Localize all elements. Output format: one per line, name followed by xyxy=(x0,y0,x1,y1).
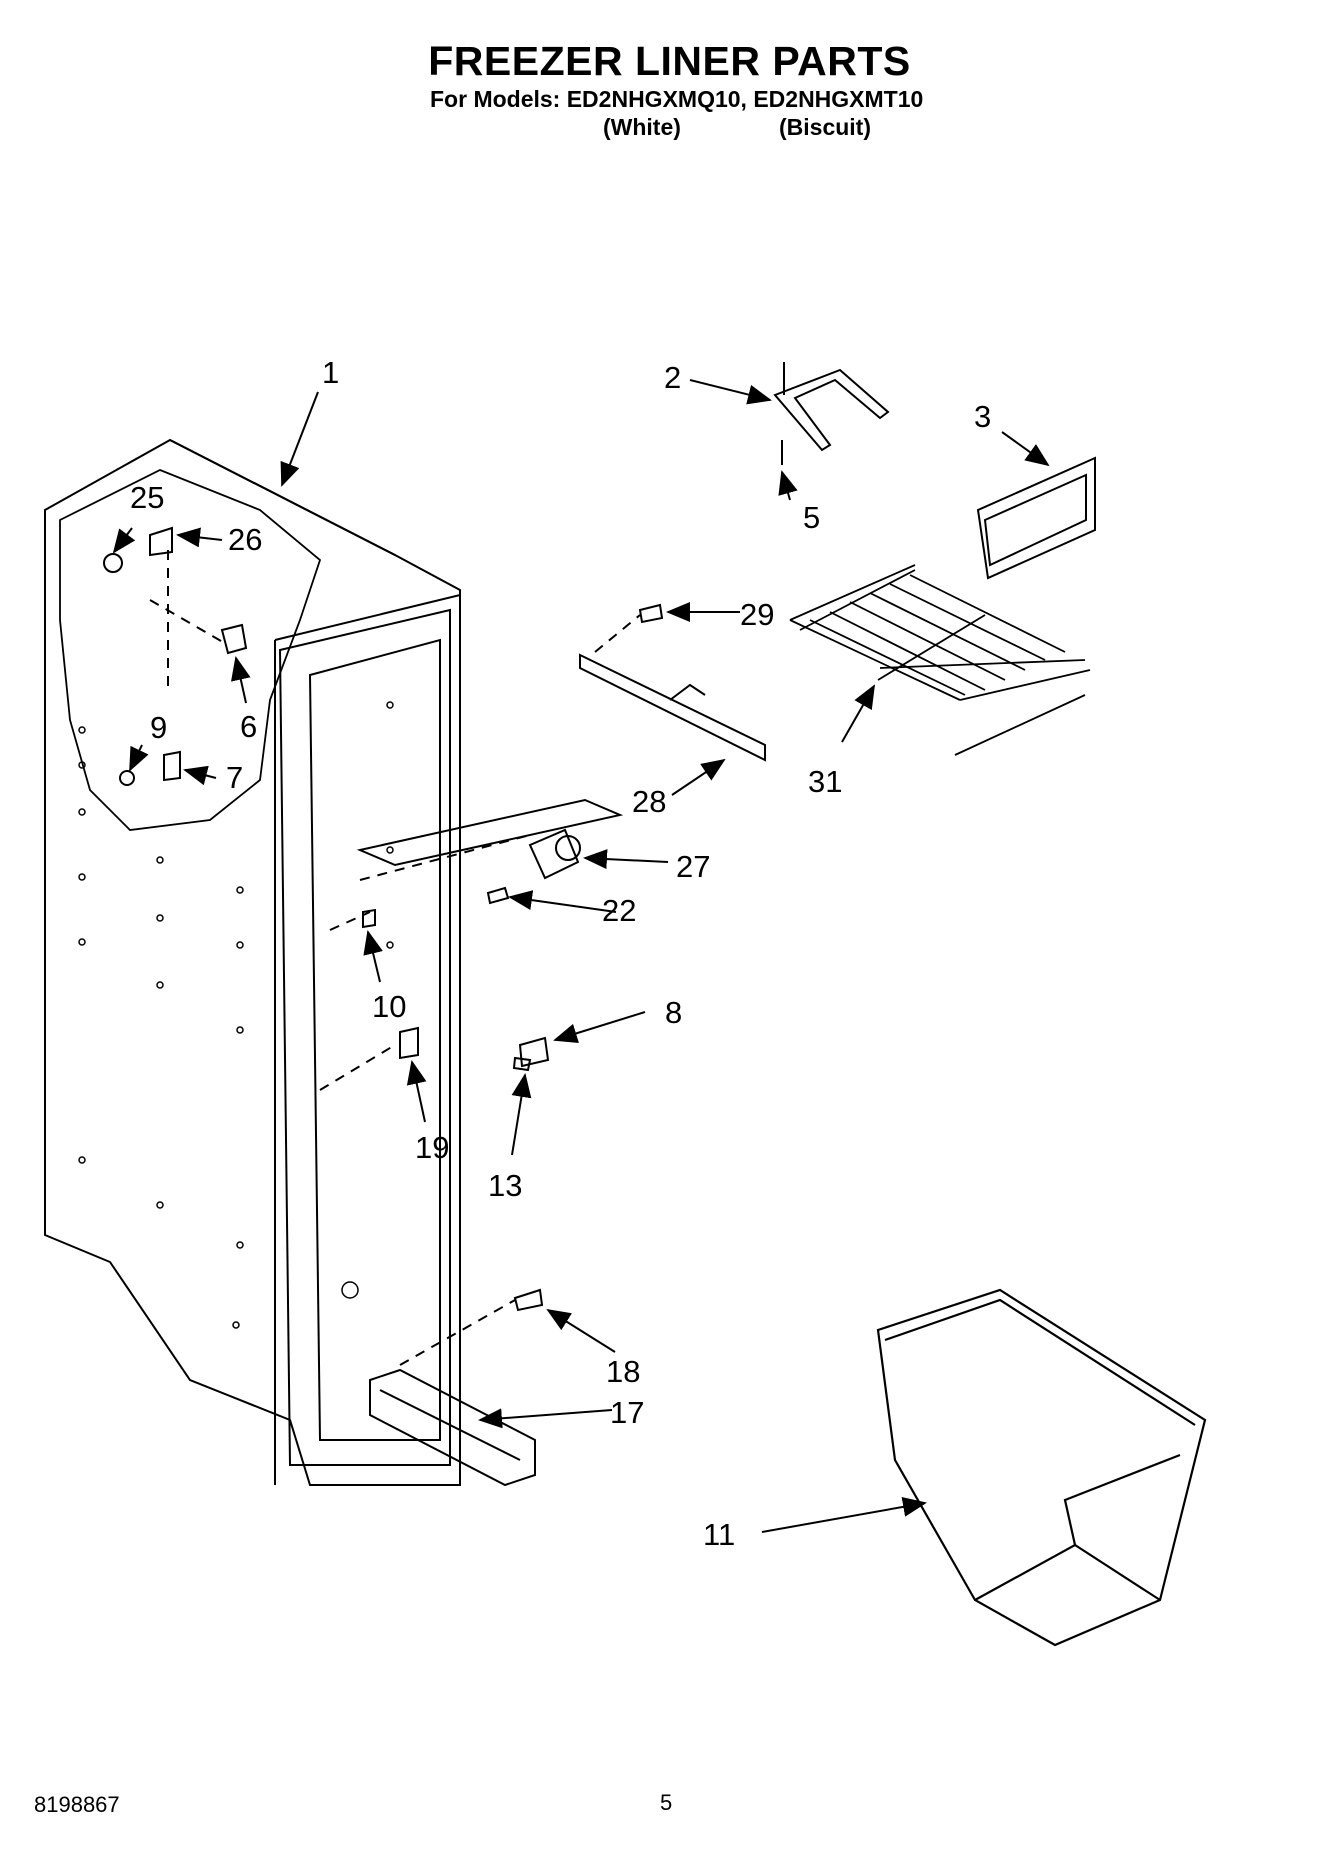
shelf-rail xyxy=(773,362,890,465)
callout-22: 22 xyxy=(602,893,636,928)
page-number: 5 xyxy=(660,1790,673,1815)
callout-19: 19 xyxy=(415,1130,449,1165)
callout-5: 5 xyxy=(803,500,820,535)
callout-10: 10 xyxy=(372,989,406,1024)
wire-shelf xyxy=(789,564,1091,756)
callout-arrows xyxy=(112,379,1050,1533)
callout-6: 6 xyxy=(240,709,257,744)
callout-13: 13 xyxy=(488,1168,522,1203)
callout-7: 7 xyxy=(226,760,243,795)
callout-31: 31 xyxy=(808,764,842,799)
callout-9: 9 xyxy=(150,710,167,745)
document-number: 8198867 xyxy=(34,1792,120,1817)
callout-29: 29 xyxy=(740,597,774,632)
glass-shelf xyxy=(976,456,1096,580)
callout-17: 17 xyxy=(610,1395,644,1430)
page-title: FREEZER LINER PARTS xyxy=(428,38,911,84)
callout-3: 3 xyxy=(974,399,991,434)
callout-labels: 1 2 3 5 25 26 29 6 9 7 28 31 27 22 10 8 … xyxy=(130,355,991,1552)
callout-2: 2 xyxy=(664,360,681,395)
shelf-support-rail xyxy=(579,653,766,762)
vent-grille xyxy=(369,1368,536,1487)
callout-25: 25 xyxy=(130,480,164,515)
callout-18: 18 xyxy=(606,1354,640,1389)
models-line: For Models: ED2NHGXMQ10, ED2NHGXMT10 xyxy=(430,86,924,112)
variant-biscuit: (Biscuit) xyxy=(779,114,871,140)
light-housing xyxy=(356,798,624,880)
callout-28: 28 xyxy=(632,784,666,819)
variant-white: (White) xyxy=(603,114,681,140)
callout-27: 27 xyxy=(676,849,710,884)
ice-bin xyxy=(876,1288,1207,1647)
callout-8: 8 xyxy=(665,995,682,1030)
screws xyxy=(362,603,664,1312)
callout-11: 11 xyxy=(703,1517,735,1552)
callout-26: 26 xyxy=(228,522,262,557)
dashed-leaders xyxy=(149,550,641,1366)
callout-1: 1 xyxy=(322,355,339,390)
freezer-liner xyxy=(44,438,461,1486)
